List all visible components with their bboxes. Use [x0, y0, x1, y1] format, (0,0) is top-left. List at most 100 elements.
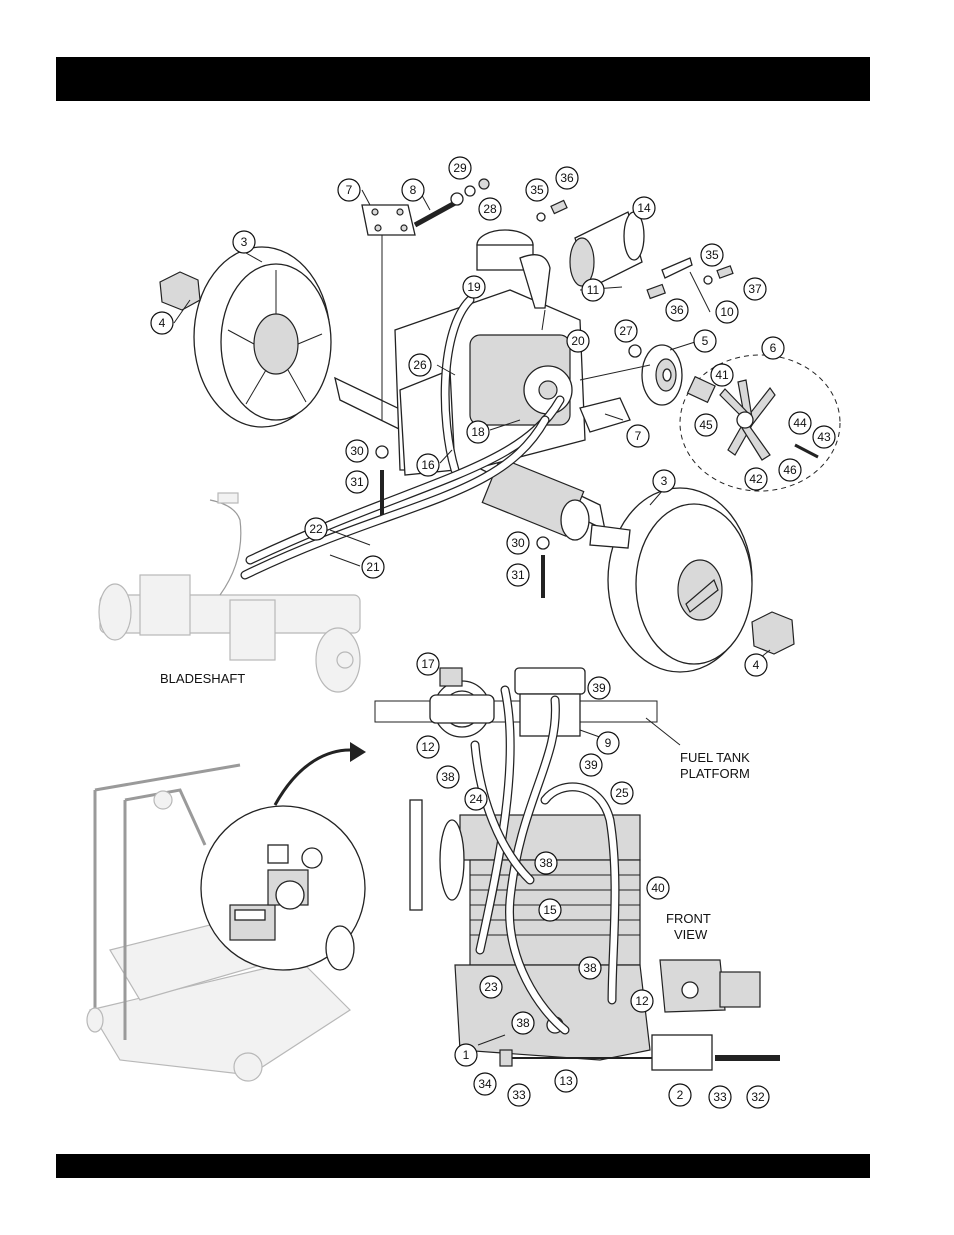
svg-text:46: 46 [783, 463, 797, 477]
callout-4b: 4 [745, 654, 767, 676]
fuel-tank-label-1: FUEL TANK [680, 750, 750, 765]
svg-text:30: 30 [511, 536, 525, 550]
svg-text:38: 38 [583, 961, 597, 975]
callout-38b: 38 [535, 852, 557, 874]
bladeshaft-label: BLADESHAFT [160, 671, 245, 686]
callout-38c: 38 [579, 957, 601, 979]
svg-text:5: 5 [702, 334, 709, 348]
callout-12a: 12 [417, 736, 439, 758]
svg-text:35: 35 [705, 248, 719, 262]
svg-text:12: 12 [421, 740, 435, 754]
callout-7b: 7 [627, 425, 649, 447]
svg-text:24: 24 [469, 792, 483, 806]
callout-11: 11 [582, 279, 604, 301]
svg-text:28: 28 [483, 202, 497, 216]
svg-text:36: 36 [560, 171, 574, 185]
bracket-10 [662, 258, 692, 278]
callout-43: 43 [813, 426, 835, 448]
callout-45: 45 [695, 414, 717, 436]
fuel-tank-platform [375, 701, 657, 722]
svg-text:38: 38 [539, 856, 553, 870]
callout-3a: 3 [233, 231, 255, 253]
callout-33a: 33 [508, 1084, 530, 1106]
callout-14: 14 [633, 197, 655, 219]
svg-text:19: 19 [467, 280, 481, 294]
svg-text:32: 32 [751, 1090, 765, 1104]
callout-12b: 12 [631, 990, 653, 1012]
callout-15: 15 [539, 899, 561, 921]
front-view-label-2: VIEW [674, 927, 708, 942]
callout-31a: 31 [346, 471, 368, 493]
oil-filter [570, 212, 644, 288]
callout-38d: 38 [512, 1012, 534, 1034]
callout-1: 1 [455, 1044, 477, 1066]
machine-overview [87, 742, 366, 1081]
svg-text:9: 9 [605, 736, 612, 750]
callout-19: 19 [463, 276, 485, 298]
callout-33b: 33 [709, 1086, 731, 1108]
svg-text:45: 45 [699, 418, 713, 432]
callout-34: 34 [474, 1073, 496, 1095]
callout-35b: 35 [701, 244, 723, 266]
svg-text:26: 26 [413, 358, 427, 372]
callout-36a: 36 [556, 167, 578, 189]
left-hub-nut [160, 272, 200, 310]
svg-text:1: 1 [463, 1048, 470, 1062]
callout-40: 40 [647, 877, 669, 899]
svg-text:3: 3 [241, 235, 248, 249]
callout-21: 21 [362, 556, 384, 578]
svg-text:16: 16 [421, 458, 435, 472]
pulley [642, 345, 682, 405]
svg-text:7: 7 [346, 183, 353, 197]
svg-text:23: 23 [484, 980, 498, 994]
right-hub-nut [752, 612, 794, 654]
callout-29: 29 [449, 157, 471, 179]
callout-25: 25 [611, 782, 633, 804]
callout-13: 13 [555, 1070, 577, 1092]
fuel-tank-label-2: PLATFORM [680, 766, 750, 781]
callout-31b: 31 [507, 564, 529, 586]
svg-text:31: 31 [511, 568, 525, 582]
svg-text:36: 36 [670, 303, 684, 317]
svg-text:18: 18 [471, 425, 485, 439]
svg-text:8: 8 [410, 183, 417, 197]
callout-39a: 39 [588, 677, 610, 699]
callout-46: 46 [779, 459, 801, 481]
svg-text:22: 22 [309, 522, 323, 536]
front-view-engine [410, 668, 780, 1070]
svg-text:13: 13 [559, 1074, 573, 1088]
svg-text:34: 34 [478, 1077, 492, 1091]
callout-4a: 4 [151, 312, 173, 334]
svg-text:10: 10 [720, 305, 734, 319]
svg-text:4: 4 [753, 658, 760, 672]
svg-text:43: 43 [817, 430, 831, 444]
svg-text:29: 29 [453, 161, 467, 175]
callout-17: 17 [417, 653, 439, 675]
callout-28: 28 [479, 198, 501, 220]
callout-39b: 39 [580, 754, 602, 776]
svg-text:40: 40 [651, 881, 665, 895]
callout-16: 16 [417, 454, 439, 476]
svg-text:14: 14 [637, 201, 651, 215]
svg-text:2: 2 [677, 1088, 684, 1102]
callout-8: 8 [402, 179, 424, 201]
right-wheel [590, 488, 752, 672]
svg-text:33: 33 [512, 1088, 526, 1102]
svg-text:25: 25 [615, 786, 629, 800]
callout-2: 2 [669, 1084, 691, 1106]
callout-26: 26 [409, 354, 431, 376]
callout-37: 37 [744, 278, 766, 300]
callout-18: 18 [467, 421, 489, 443]
svg-text:33: 33 [713, 1090, 727, 1104]
callout-35a: 35 [526, 179, 548, 201]
callout-27: 27 [615, 320, 637, 342]
svg-text:15: 15 [543, 903, 557, 917]
callout-3b: 3 [653, 470, 675, 492]
callout-30b: 30 [507, 532, 529, 554]
callout-20: 20 [567, 330, 589, 352]
svg-text:7: 7 [635, 429, 642, 443]
svg-text:3: 3 [661, 474, 668, 488]
svg-text:27: 27 [619, 324, 633, 338]
svg-text:31: 31 [350, 475, 364, 489]
